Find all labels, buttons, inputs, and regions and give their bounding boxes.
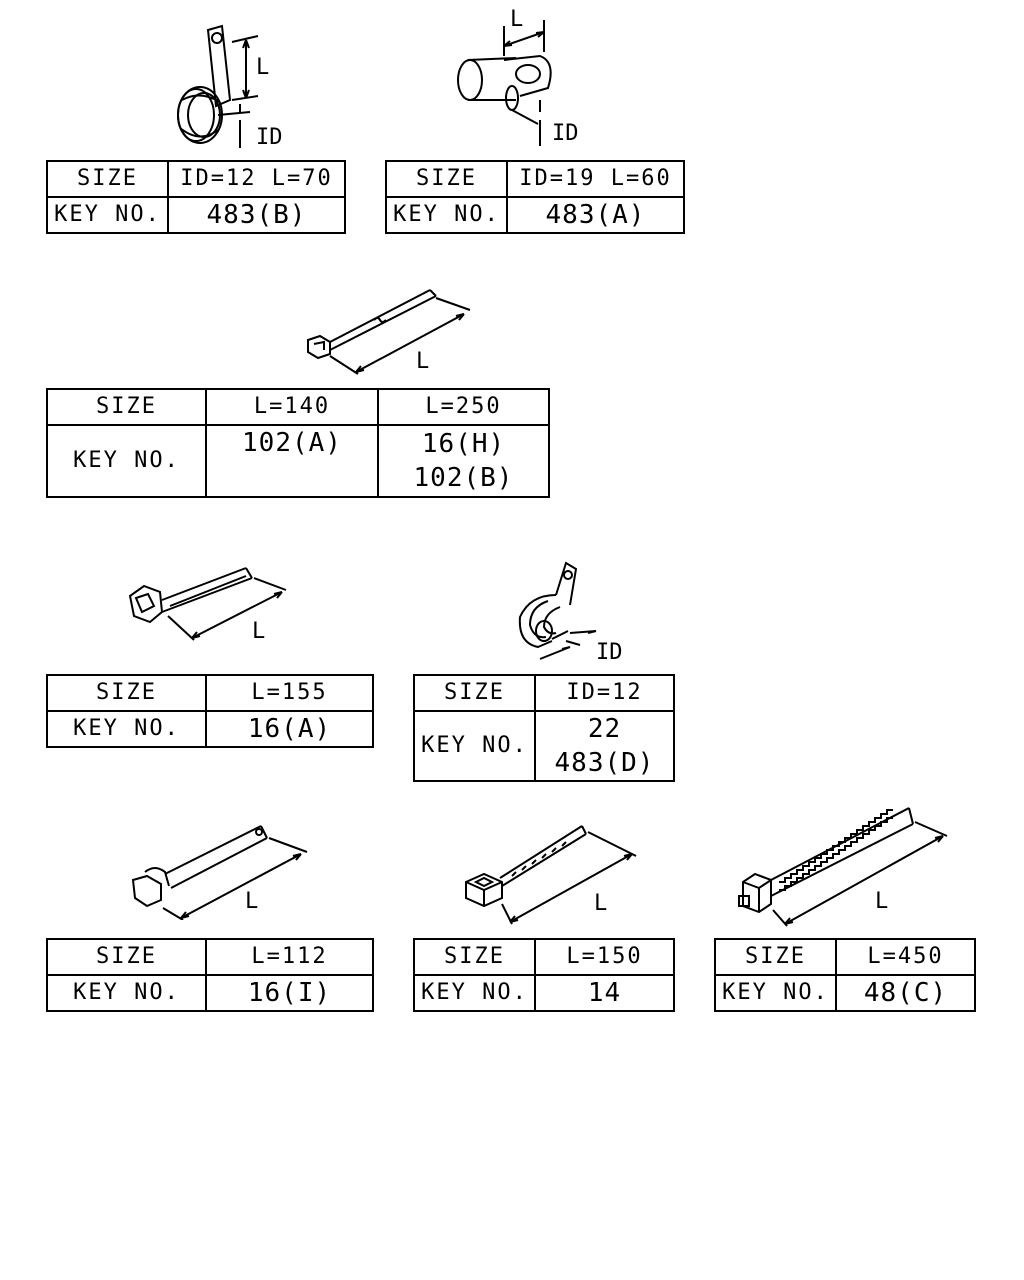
p-clamp-drawing: ID <box>518 561 623 665</box>
key-value: 483(A) <box>506 196 685 234</box>
size-value: L=140 <box>205 388 379 426</box>
figure-long-tie-l450: L <box>735 800 955 930</box>
table-clip-tie-l155: SIZE L=155 KEY NO. 16(A) <box>46 674 374 748</box>
long-tie-drawing: L <box>738 807 948 927</box>
dim-label-L: L <box>875 889 888 914</box>
key-value: 16(A) <box>205 710 374 748</box>
key-value: 483(B) <box>167 196 346 234</box>
size-label: SIZE <box>413 674 536 712</box>
size-value: L=450 <box>835 938 976 976</box>
clip-tie-drawing: L <box>128 567 287 644</box>
dim-label-L: L <box>252 619 265 644</box>
key-value: 14 <box>534 974 675 1012</box>
key-value-cell: 16(H) 102(B) <box>377 424 550 498</box>
clip-tie-drawing: L <box>131 825 308 920</box>
key-value-cell: 102(A) <box>205 424 379 498</box>
dim-label-L: L <box>256 55 269 80</box>
table-long-tie-l450: SIZE L=450 KEY NO. 48(C) <box>714 938 976 1012</box>
size-value: L=250 <box>377 388 550 426</box>
band-clamp-drawing: L ID <box>177 24 283 150</box>
key-value: 48(C) <box>835 974 976 1012</box>
size-value: ID=19 L=60 <box>506 160 685 198</box>
dim-label-ID: ID <box>552 121 579 146</box>
dim-label-ID: ID <box>596 640 623 665</box>
key-label: KEY NO. <box>46 196 169 234</box>
table-p-clamp-id12: SIZE ID=12 KEY NO. 22 483(D) <box>413 674 675 782</box>
figure-band-clamp-id12: L ID <box>160 20 300 160</box>
figure-clip-tie-l155: L <box>120 560 300 650</box>
key-label: KEY NO. <box>46 974 207 1012</box>
dim-label-L: L <box>594 891 607 916</box>
key-label: KEY NO. <box>46 424 207 498</box>
dim-label-L: L <box>510 7 523 32</box>
key-label: KEY NO. <box>413 974 536 1012</box>
key-value: 102(A) <box>242 428 342 458</box>
size-label: SIZE <box>413 938 536 976</box>
table-tube-clamp-id19: SIZE ID=19 L=60 KEY NO. 483(A) <box>385 160 685 234</box>
key-value: 483(D) <box>554 748 655 778</box>
size-value: L=150 <box>534 938 675 976</box>
size-value: ID=12 L=70 <box>167 160 346 198</box>
dim-label-ID: ID <box>256 125 283 150</box>
figure-tube-clamp-id19: L ID <box>440 0 620 160</box>
size-label: SIZE <box>385 160 508 198</box>
figure-cable-tie-l150: L <box>460 820 650 930</box>
figure-cable-tie-l140-l250: L <box>300 280 480 380</box>
table-cable-tie-l150: SIZE L=150 KEY NO. 14 <box>413 938 675 1012</box>
cable-tie-drawing: L <box>307 289 471 375</box>
key-value: 102(B) <box>413 463 514 493</box>
key-value: 16(I) <box>205 974 374 1012</box>
key-value: 16(H) <box>421 429 506 459</box>
size-value: L=112 <box>205 938 374 976</box>
size-label: SIZE <box>46 160 169 198</box>
key-value-cell: 22 483(D) <box>534 710 675 782</box>
dim-label-L: L <box>245 889 258 914</box>
size-value: L=155 <box>205 674 374 712</box>
size-label: SIZE <box>46 938 207 976</box>
figure-clip-tie-l112: L <box>125 820 315 920</box>
size-label: SIZE <box>714 938 837 976</box>
size-value: ID=12 <box>534 674 675 712</box>
table-band-clamp-id12: SIZE ID=12 L=70 KEY NO. 483(B) <box>46 160 346 234</box>
table-clip-tie-l112: SIZE L=112 KEY NO. 16(I) <box>46 938 374 1012</box>
key-label: KEY NO. <box>46 710 207 748</box>
key-label: KEY NO. <box>385 196 508 234</box>
tube-clamp-drawing: L ID <box>457 7 579 146</box>
cable-tie-drawing: L <box>465 825 637 925</box>
figure-p-clamp-id12: ID <box>500 555 640 670</box>
dim-label-L: L <box>416 349 429 374</box>
size-label: SIZE <box>46 674 207 712</box>
size-label: SIZE <box>46 388 207 426</box>
key-label: KEY NO. <box>714 974 837 1012</box>
key-label: KEY NO. <box>413 710 536 782</box>
table-cable-tie-l140-l250: SIZE L=140 L=250 KEY NO. 102(A) 16(H) 10… <box>46 388 550 498</box>
key-value: 22 <box>587 714 622 744</box>
